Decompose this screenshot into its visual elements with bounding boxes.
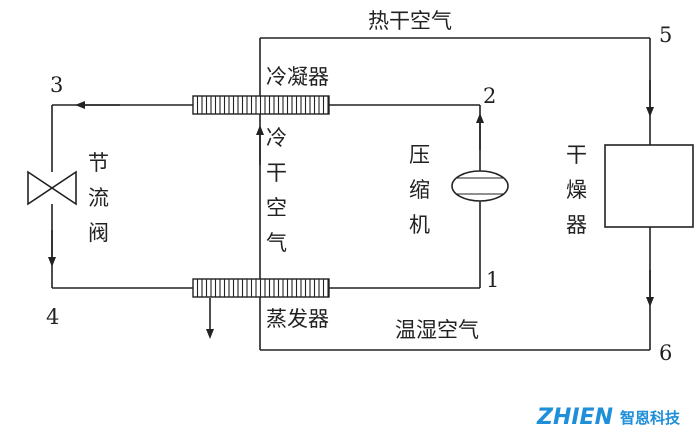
logo-brand-text: ZHIEN [536, 405, 613, 430]
flow-arrows [48, 80, 654, 339]
zhien-logo: ZHIEN 智恩科技 [536, 405, 681, 430]
compressor-symbol [451, 170, 509, 202]
cold-dry-air-char: 冷 [266, 126, 287, 150]
node-1-label: 1 [486, 268, 499, 292]
air-loop [259, 37, 651, 351]
cold-dry-air-label: 冷 干 空 气 [266, 126, 287, 255]
node-6-label: 6 [659, 341, 672, 365]
dryer-label: 干 燥 器 [566, 143, 587, 237]
humid-air-label: 温湿空气 [395, 318, 479, 342]
throttle-valve-char: 节 [88, 151, 109, 175]
cold-dry-air-char: 空 [266, 196, 287, 220]
hot-dry-air-label: 热干空气 [368, 9, 452, 33]
cold-dry-air-char: 干 [266, 161, 287, 185]
condenser-coil [192, 95, 330, 115]
throttle-valve-label: 节 流 阀 [88, 151, 109, 245]
cold-dry-air-char: 气 [266, 231, 287, 255]
node-3-label: 3 [50, 73, 63, 97]
throttle-valve-symbol [27, 170, 77, 206]
dryer-box [604, 144, 694, 228]
compressor-label: 压 缩 机 [409, 143, 430, 237]
node-5-label: 5 [659, 23, 672, 47]
dryer-char: 燥 [566, 178, 587, 202]
node-2-label: 2 [483, 84, 496, 108]
evaporator-coil [192, 278, 330, 298]
throttle-valve-char: 流 [88, 186, 109, 210]
throttle-valve-char: 阀 [88, 221, 109, 245]
condenser-label: 冷凝器 [266, 65, 329, 89]
evaporator-label: 蒸发器 [266, 307, 329, 331]
compressor-char: 缩 [409, 178, 430, 202]
dryer-char: 干 [566, 143, 587, 167]
dryer-char: 器 [566, 213, 587, 237]
compressor-char: 压 [409, 143, 430, 167]
node-4-label: 4 [46, 305, 59, 329]
logo-name-text: 智恩科技 [620, 409, 681, 427]
compressor-char: 机 [409, 213, 430, 237]
